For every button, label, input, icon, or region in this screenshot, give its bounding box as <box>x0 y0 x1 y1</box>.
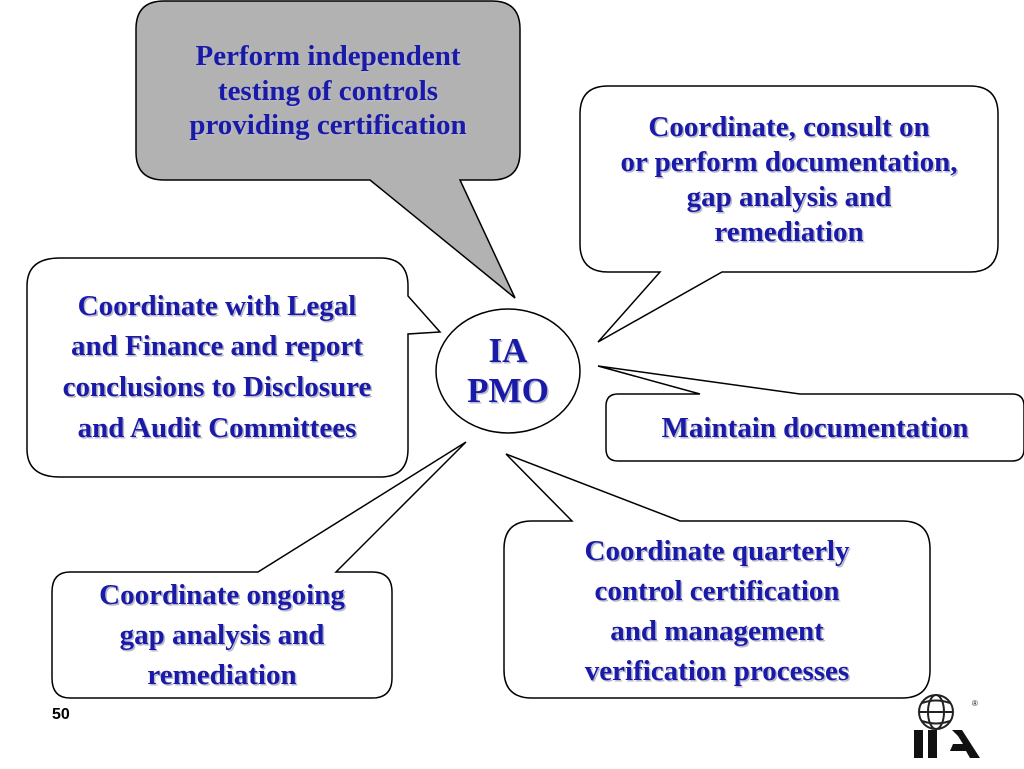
callout-maintain-text: Maintain documentation <box>661 411 969 444</box>
page-number: 50 <box>52 706 70 723</box>
ia-globe-logo-icon: ® <box>908 692 998 769</box>
callout-testing-shape <box>135 0 521 299</box>
center-label: IA PMO <box>467 330 549 410</box>
callout-documentation-shape <box>579 85 999 343</box>
callout-testing-text: Perform independent testing of controls … <box>189 39 467 142</box>
callout-ongoing-gap-shape <box>51 441 467 699</box>
callout-ongoing-gap-text: Coordinate ongoing gap analysis and reme… <box>99 578 345 692</box>
callout-quarterly-shape <box>503 453 931 699</box>
callout-legal-finance-text: Coordinate with Legal and Finance and re… <box>62 289 372 444</box>
registered-mark: ® <box>972 699 978 708</box>
callout-legal-finance-shape <box>26 257 442 478</box>
center-ellipse <box>435 308 581 434</box>
callout-documentation-text: Coordinate, consult on or perform docume… <box>620 111 958 248</box>
callout-quarterly-text: Coordinate quarterly control certificati… <box>584 534 850 688</box>
callout-maintain-shape <box>597 365 1024 462</box>
